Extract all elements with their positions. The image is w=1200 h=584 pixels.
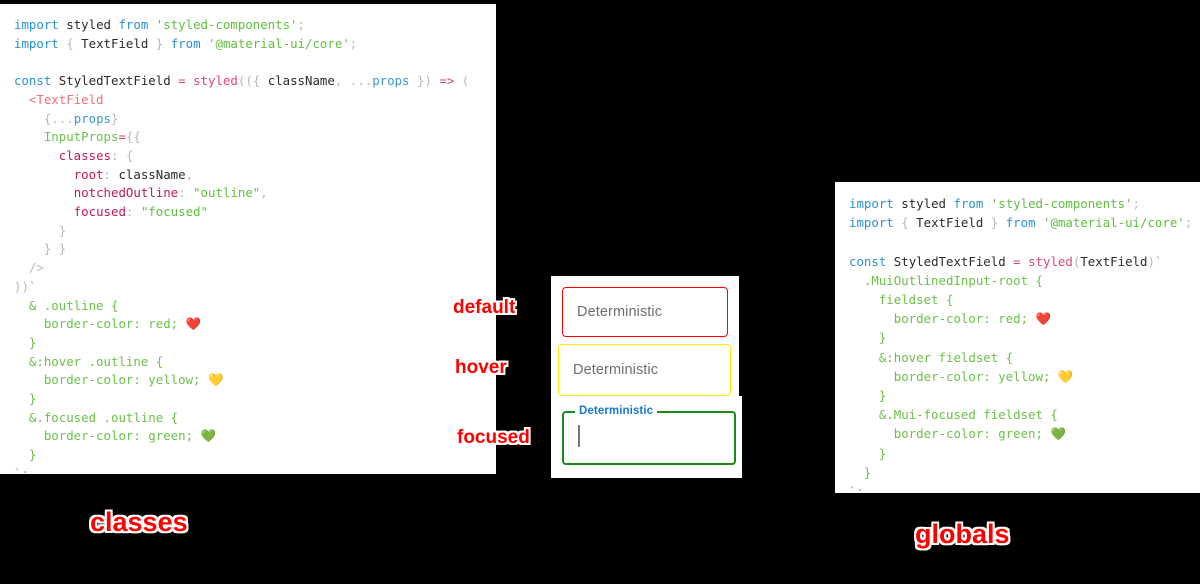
globals-code-panel: import styled from 'styled-components'; i… bbox=[835, 182, 1200, 493]
code-line: focused: "focused" bbox=[73, 204, 208, 220]
caption-classes: classes bbox=[89, 506, 190, 539]
annotation-default: default bbox=[451, 296, 516, 320]
code-line: InputProps={{ bbox=[43, 129, 141, 145]
code-line: import { TextField } from '@material-ui/… bbox=[849, 215, 1193, 231]
code-line: border-color: yellow; 💛 bbox=[893, 368, 1074, 384]
classes-code-panel: import styled from 'styled-components'; i… bbox=[0, 4, 496, 474]
code-line: } bbox=[878, 330, 887, 346]
code-line: root: className, bbox=[73, 166, 194, 182]
code-line: classes: { bbox=[58, 147, 134, 163]
code-line: &:hover .outline { bbox=[28, 353, 164, 369]
code-line: `; bbox=[14, 465, 29, 474]
code-line-blank bbox=[14, 53, 486, 72]
text-caret-icon bbox=[578, 425, 580, 447]
code-line: ))` bbox=[14, 278, 37, 294]
annotation-hover: hover bbox=[454, 356, 509, 380]
code-line-blank bbox=[849, 232, 1190, 251]
code-line: } bbox=[878, 445, 887, 461]
annotation-focused: focused bbox=[456, 426, 532, 450]
code-line: } } bbox=[43, 241, 67, 257]
code-line: {...props} bbox=[43, 110, 119, 126]
code-line: const StyledTextField = styled(TextField… bbox=[849, 253, 1163, 269]
classes-code-block[interactable]: import styled from 'styled-components'; i… bbox=[14, 16, 486, 474]
code-line: border-color: yellow; 💛 bbox=[43, 372, 224, 388]
textfield-default[interactable]: Deterministic bbox=[562, 287, 728, 337]
textfield-default-value: Deterministic bbox=[577, 304, 663, 320]
code-line: &:hover fieldset { bbox=[878, 349, 1014, 365]
code-line: .MuiOutlinedInput-root { bbox=[863, 272, 1043, 288]
code-line: & .outline { bbox=[28, 297, 119, 313]
textfield-focused-label: Deterministic bbox=[575, 405, 658, 417]
code-line: border-color: red; ❤️ bbox=[43, 316, 202, 332]
code-line: border-color: green; 💚 bbox=[893, 426, 1066, 442]
textfield-hover-value: Deterministic bbox=[573, 362, 659, 378]
code-line: import styled from 'styled-components'; bbox=[14, 17, 305, 32]
code-line: } bbox=[28, 447, 37, 463]
textfield-hover[interactable]: Deterministic bbox=[558, 344, 731, 396]
code-line: } bbox=[28, 334, 37, 350]
globals-code-block[interactable]: import styled from 'styled-components'; i… bbox=[849, 194, 1193, 493]
code-line: border-color: red; ❤️ bbox=[893, 311, 1051, 327]
code-line: import { TextField } from '@material-ui/… bbox=[14, 35, 358, 51]
code-line: &.focused .outline { bbox=[28, 409, 179, 425]
code-line: } bbox=[58, 222, 67, 238]
textfield-demo-panel: Deterministic Deterministic Deterministi… bbox=[551, 276, 739, 478]
code-line: <TextField bbox=[28, 91, 104, 107]
textfield-focused[interactable]: Deterministic bbox=[562, 405, 736, 465]
code-line: /> bbox=[28, 260, 44, 276]
code-line: fieldset { bbox=[878, 292, 954, 308]
code-line: border-color: green; 💚 bbox=[43, 428, 216, 444]
code-line: } bbox=[28, 391, 37, 407]
code-line: const StyledTextField = styled(({ classN… bbox=[14, 73, 470, 89]
code-line: &.Mui-focused fieldset { bbox=[878, 407, 1058, 423]
caption-globals: globals bbox=[914, 518, 1012, 551]
code-line: } bbox=[863, 464, 872, 480]
code-line: import styled from 'styled-components'; bbox=[849, 196, 1140, 211]
code-line: notchedOutline: "outline", bbox=[73, 185, 268, 201]
code-line: } bbox=[878, 388, 887, 404]
code-line: `; bbox=[849, 484, 864, 493]
